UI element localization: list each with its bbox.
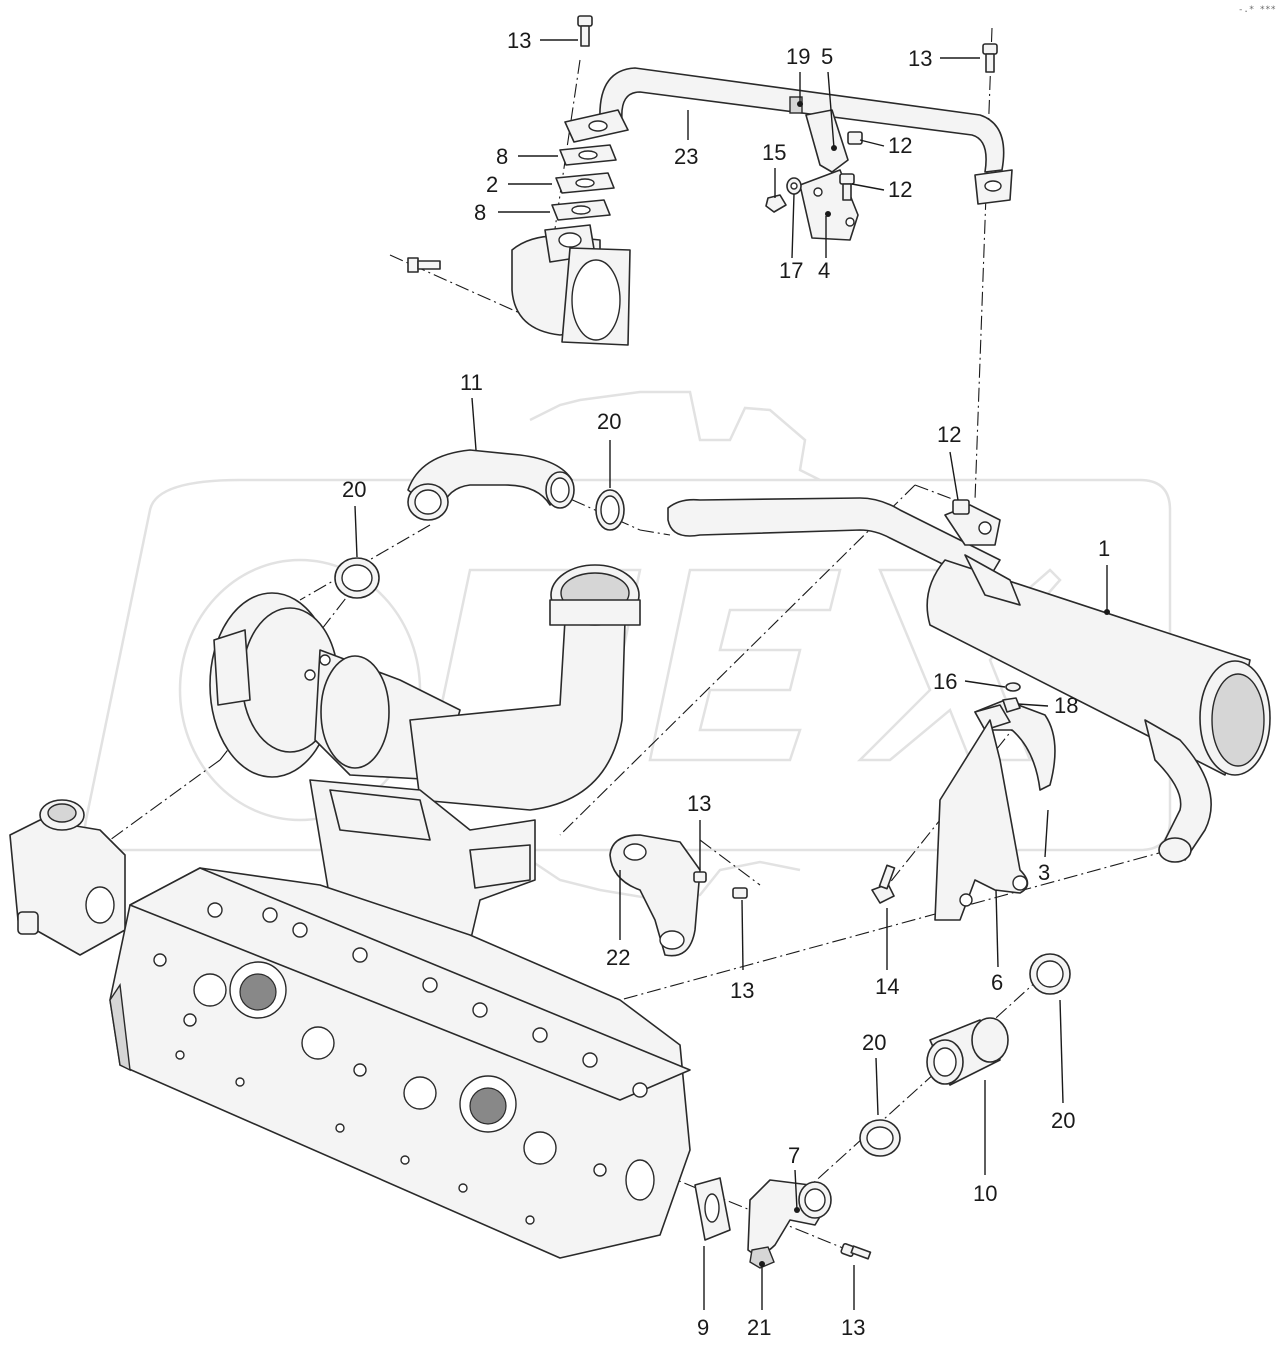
bolt-12-a — [847, 131, 863, 145]
callout-13-bottom: 13 — [841, 1315, 865, 1340]
bolt-13-right — [982, 43, 998, 73]
callout-20-a: 20 — [597, 409, 621, 434]
thermostat-housing — [9, 799, 126, 956]
plug-21 — [749, 1246, 775, 1269]
bolt-13-top — [577, 15, 593, 47]
callout-2: 2 — [486, 172, 498, 197]
bolt-13-mid-b — [732, 887, 748, 899]
callout-8-bottom: 8 — [474, 200, 486, 225]
callout-19: 19 — [786, 44, 810, 69]
hose-11 — [407, 449, 575, 521]
callout-8-top: 8 — [496, 144, 508, 169]
gasket-stack — [551, 144, 617, 221]
elbow-7 — [747, 1179, 832, 1255]
washer-16 — [1005, 682, 1021, 692]
bolt-13-bottom — [840, 1243, 872, 1260]
callout-5: 5 — [821, 44, 833, 69]
clamp-20-c — [1029, 953, 1071, 995]
callout-10: 10 — [973, 1181, 997, 1206]
callout-6: 6 — [991, 970, 1003, 995]
bolt-13-mid-a — [693, 871, 707, 883]
corner-mark: -.* *** — [1238, 5, 1276, 15]
callout-4: 4 — [818, 258, 830, 283]
bolt-12-b — [839, 173, 855, 201]
callout-13-right: 13 — [908, 46, 932, 71]
callout-labels: 1 2 3 4 5 6 7 8 8 9 10 11 12 12 12 13 13… — [342, 28, 1110, 1340]
clamp-20-b — [334, 557, 380, 599]
clamp-20-a — [595, 489, 625, 531]
bolt-elbow — [407, 257, 441, 273]
callout-20-b: 20 — [342, 477, 366, 502]
muffler-1 — [667, 497, 1271, 863]
bolt-12-c — [952, 499, 970, 515]
elbow-adapter — [511, 224, 631, 346]
callout-15: 15 — [762, 140, 786, 165]
bracket-6 — [934, 719, 1029, 921]
cylinder-head — [109, 867, 691, 1259]
bolt-14 — [871, 864, 896, 904]
callout-18: 18 — [1054, 693, 1078, 718]
callout-14: 14 — [875, 974, 899, 999]
hose-10 — [926, 1017, 1009, 1086]
nut-18 — [1002, 697, 1021, 713]
washer-17 — [786, 177, 802, 195]
callout-1: 1 — [1098, 536, 1110, 561]
callout-21: 21 — [747, 1315, 771, 1340]
gasket-9 — [694, 1177, 731, 1241]
callout-20-d: 20 — [862, 1030, 886, 1055]
turbocharger — [209, 592, 461, 781]
callout-22: 22 — [606, 945, 630, 970]
callout-7: 7 — [788, 1143, 800, 1168]
exhaust-manifold — [309, 779, 536, 1011]
callout-9: 9 — [697, 1315, 709, 1340]
callout-17: 17 — [779, 258, 803, 283]
callout-13-mid-b: 13 — [730, 978, 754, 1003]
clamp-band-3 — [974, 699, 1056, 791]
callout-16: 16 — [933, 669, 957, 694]
callout-3: 3 — [1038, 860, 1050, 885]
callout-23: 23 — [674, 144, 698, 169]
turbo-outlet-pipe — [409, 564, 641, 811]
callout-12-a: 12 — [888, 133, 912, 158]
callout-13-top: 13 — [507, 28, 531, 53]
callout-13-mid-a: 13 — [687, 791, 711, 816]
callout-12-b: 12 — [888, 177, 912, 202]
nut-15 — [765, 194, 787, 213]
leader-lines — [354, 39, 1110, 1310]
pipe-23 — [564, 67, 1013, 205]
callout-12-c: 12 — [937, 422, 961, 447]
fitting-22 — [609, 834, 701, 957]
clamp-20-d — [859, 1119, 901, 1157]
callout-20-c: 20 — [1051, 1108, 1075, 1133]
callout-11: 11 — [460, 370, 483, 395]
